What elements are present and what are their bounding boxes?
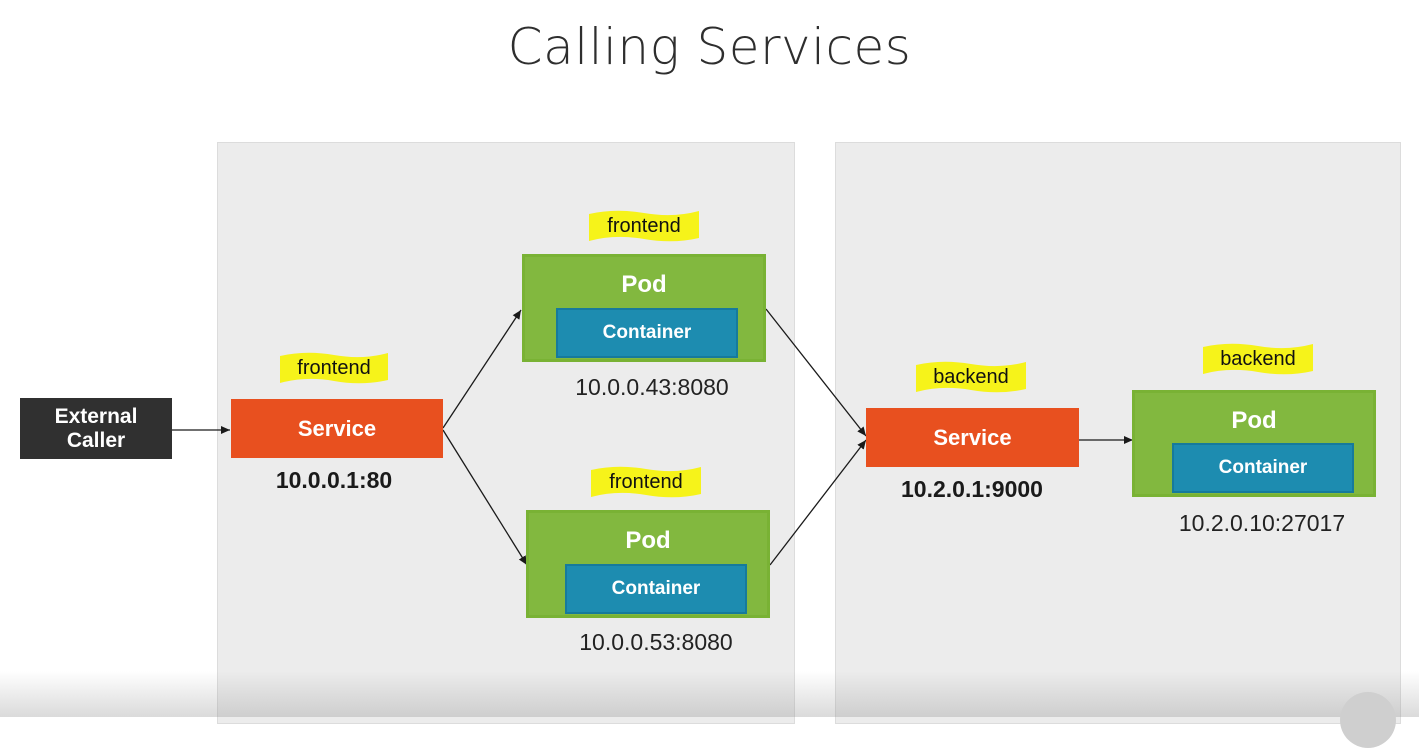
backend-service-address: 10.2.0.1:9000 [901,476,1043,502]
arrow-service-to-pod-2 [442,429,528,566]
footer-shade [0,671,1419,717]
external-caller-line2: Caller [66,428,126,452]
playback-control-icon[interactable] [1340,692,1396,748]
arrow-pod-1-to-backend-service [765,308,867,437]
external-caller-line1: External [54,404,138,428]
frontend-pod-2-address: 10.0.0.53:8080 [579,629,733,655]
backend-service-box: Service [866,408,1079,467]
backend-pod-tag: backend [1201,341,1315,377]
connection-arrows [172,308,1133,566]
frontend-pod-2: Pod Container [526,510,770,618]
frontend-service-box: Service [231,399,443,458]
frontend-pod-1-tag: frontend [587,208,701,244]
frontend-service-label: Service [297,415,377,441]
frontend-pod-2-tag: frontend [589,464,703,500]
pod-label: Pod [621,271,667,298]
pod-label: Pod [1231,407,1277,434]
frontend-pod-1: Pod Container [522,254,766,362]
container-box: Container [565,564,747,614]
external-caller-box: External Caller [20,398,172,459]
arrow-service-to-pod-1 [442,309,522,429]
frontend-pod-1-address: 10.0.0.43:8080 [575,374,729,400]
container-box: Container [1172,443,1354,493]
backend-pod-address: 10.2.0.10:27017 [1178,510,1346,536]
backend-pod: Pod Container [1132,390,1376,497]
arrow-pod-2-to-backend-service [769,439,867,566]
frontend-service-tag: frontend [278,350,390,386]
page-title: Calling Services [507,18,912,76]
frontend-service-address: 10.0.0.1:80 [275,467,393,493]
backend-service-tag: backend [914,359,1028,395]
pod-label: Pod [625,527,671,554]
container-box: Container [556,308,738,358]
backend-service-label: Service [933,424,1012,450]
